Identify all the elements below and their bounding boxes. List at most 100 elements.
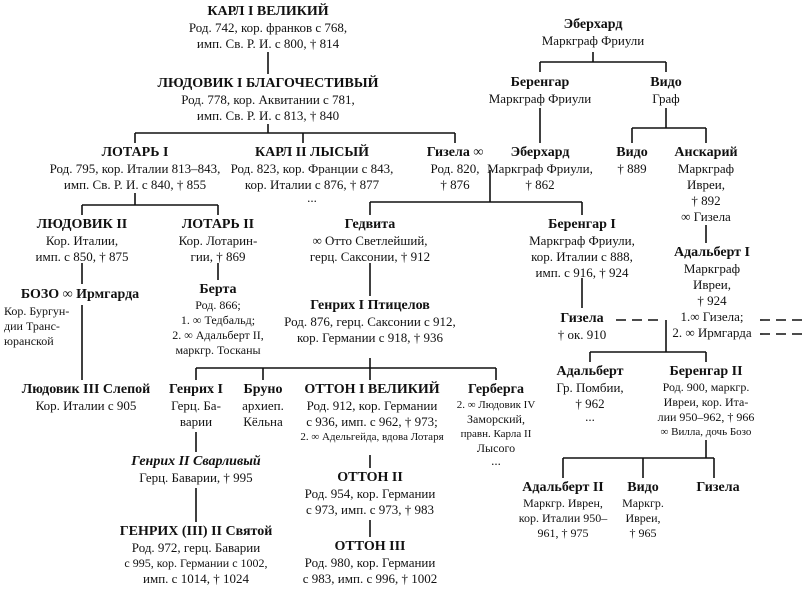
person-detail: ∞ Вилла, дочь Бозо [660,426,752,438]
person-detail: Род. 866; [195,298,241,312]
person-detail: Кёльна [243,414,283,429]
person-detail: Маркграф [683,261,741,276]
person-detail: Кор. Италии, [45,233,119,248]
person-detail: Кор. Бургун- [4,304,70,318]
person-detail: Ивреи, кор. Ита- [663,395,749,409]
person-detail: кор. Италии 950– [518,511,608,525]
person-detail: Ивреи, [692,277,732,292]
person-name: Видо [627,480,659,495]
person-eberhard-ii: Эберхард Маркграф Фриули, † 862 [487,144,593,193]
person-name: ОТТОН I ВЕЛИКИЙ [304,382,440,397]
person-berengar-ii: Беренгар II Род. 900, маркгр. Ивреи, кор… [658,363,755,439]
person-detail: Ивреи, [625,511,661,525]
person-otton-i: ОТТОН I ВЕЛИКИЙ Род. 912, кор. Германии … [300,381,443,444]
person-detail: Род. 820, [430,161,480,176]
person-detail: правн. Карла II [460,428,532,440]
person-detail: имп. с 916, † 924 [535,265,629,280]
person-name: Гизела ∞ [426,145,484,160]
person-genrih-ii: Генрих II Сварливый Герц. Баварии, † 995 [131,453,260,486]
person-gedvita: Гедвита ∞ Отто Светлейший, герц. Саксони… [310,216,430,265]
person-lotar-ii: ЛОТАРЬ II Кор. Лотарин- гии, † 869 [179,216,258,265]
person-detail: 2. ∞ Людовик IV [456,399,536,411]
person-detail: маркгр. Тосканы [175,343,261,357]
person-detail: дии Транс- [4,319,60,333]
person-detail: Род. 795, кор. Италии 813–843, [49,161,221,176]
person-berengar-i: Беренгар I Маркграф Фриули, кор. Италии … [529,216,635,281]
person-detail: архиеп. [242,398,284,413]
person-karl-i: КАРЛ I ВЕЛИКИЙ Род. 742, кор. франков с … [189,3,347,52]
person-gizela-910: Гизела † ок. 910 [558,310,607,343]
person-detail: имп. с 1014, † 1024 [143,571,249,586]
person-ludovik-ii: ЛЮДОВИК II Кор. Италии, имп. с 850, † 87… [36,216,129,265]
person-name: Гизела [560,311,604,326]
person-detail: имп. с 850, † 875 [35,249,129,264]
person-bozo-details: Кор. Бургун- дии Транс- юранской [4,304,69,349]
continuation-marker: ... [307,190,317,205]
person-bruno: Бруно архиеп. Кёльна [242,381,284,430]
person-detail: Лысого [476,441,516,455]
person-karl-ii: КАРЛ II ЛЫСЫЙ Род. 823, кор. Франции с 8… [231,144,394,205]
person-detail: 2. ∞ Адельгейда, вдова Лотаря [300,431,444,443]
person-detail: † 892 [691,193,721,208]
continuation-marker: ... [585,409,595,424]
person-detail: с 983, имп. с 996, † 1002 [302,571,438,586]
person-detail: ∞ Гизела [681,209,731,224]
person-vido-965: Видо Маркгр. Ивреи, † 965 [622,479,664,541]
person-detail: † 876 [440,177,470,192]
person-detail: Заморский, [467,412,525,426]
person-detail: Герц. Ба- [171,398,221,413]
person-name: Эберхард [563,17,623,32]
person-name: Генрих II Сварливый [131,454,261,469]
person-name: ОТТОН III [334,539,406,554]
person-adalbert-pombia: Адальберт Гр. Помбии, † 962 ... [556,363,624,424]
person-detail: кор. Италии с 876, † 877 [244,177,380,192]
person-name: Генрих I Птицелов [310,298,430,313]
person-anskarij: Анскарий Маркграф Ивреи, † 892 ∞ Гизела [674,144,737,225]
person-detail: лии 950–962, † 966 [657,410,755,424]
person-detail: 1.∞ Гизела; [680,309,744,324]
person-lotar-i: ЛОТАРЬ I Род. 795, кор. Италии 813–843, … [50,144,221,193]
person-genrih-bavaria: Генрих I Герц. Ба- варии [169,381,223,430]
person-detail: Род. 876, герц. Саксонии с 912, [284,314,456,329]
person-detail: юранской [4,334,54,348]
person-detail: с 936, имп. с 962, † 973; [306,414,438,429]
person-eberhard-top: Эберхард Маркграф Фриули [542,16,645,49]
person-name: ГЕНРИХ (III) II Святой [119,524,273,539]
person-adalbert-i: Адальберт I Маркграф Ивреи, † 924 1.∞ Ги… [672,244,751,341]
person-detail: 2. ∞ Ирмгарда [672,325,752,340]
person-name: Герберга [467,382,524,397]
person-detail: варии [179,414,213,429]
person-gizela-820: Гизела ∞ Род. 820, † 876 [427,144,484,193]
person-detail: 961, † 975 [537,526,589,540]
person-detail: Ивреи, [686,177,726,192]
person-detail: Маркгр. [622,496,664,510]
person-name: Гедвита [344,217,396,232]
person-detail: Кор. Лотарин- [178,233,258,248]
person-detail: Маркграф Фриули [541,33,645,48]
person-name: Эберхард [510,145,570,160]
person-name: Генрих I [169,382,223,397]
person-gizela-last: Гизела [696,479,739,496]
person-name: Адальберт [556,364,624,379]
person-name: Берта [199,282,237,297]
person-detail: † 862 [525,177,555,192]
person-detail: Род. 742, кор. франков с 768, [188,20,348,35]
person-name: БОЗО ∞ Ирмгарда [20,287,140,302]
person-name: Видо [650,75,682,90]
person-detail: † ок. 910 [557,327,607,342]
person-vido-top: Видо Граф [650,74,682,107]
person-detail: имп. Св. Р. И. с 813, † 840 [196,108,340,123]
person-detail: Род. 972, герц. Баварии [131,540,261,555]
person-detail: Род. 954, кор. Германии [304,486,436,501]
person-detail: герц. Саксонии, † 912 [309,249,431,264]
person-ludovik-iii: Людовик III Слепой Кор. Италии с 905 [22,381,150,414]
person-detail: Граф [652,91,680,106]
person-otton-ii: ОТТОН II Род. 954, кор. Германии с 973, … [305,469,436,518]
person-detail: 2. ∞ Адальберт II, [172,328,264,342]
person-name: ЛЮДОВИК II [36,217,128,232]
person-name: ЛЮДОВИК I БЛАГОЧЕСТИВЫЙ [157,76,379,91]
person-detail: † 962 [575,396,605,411]
person-name: Беренгар II [669,364,743,379]
person-name: ЛОТАРЬ I [101,145,169,160]
person-name: Адальберт II [522,480,604,495]
